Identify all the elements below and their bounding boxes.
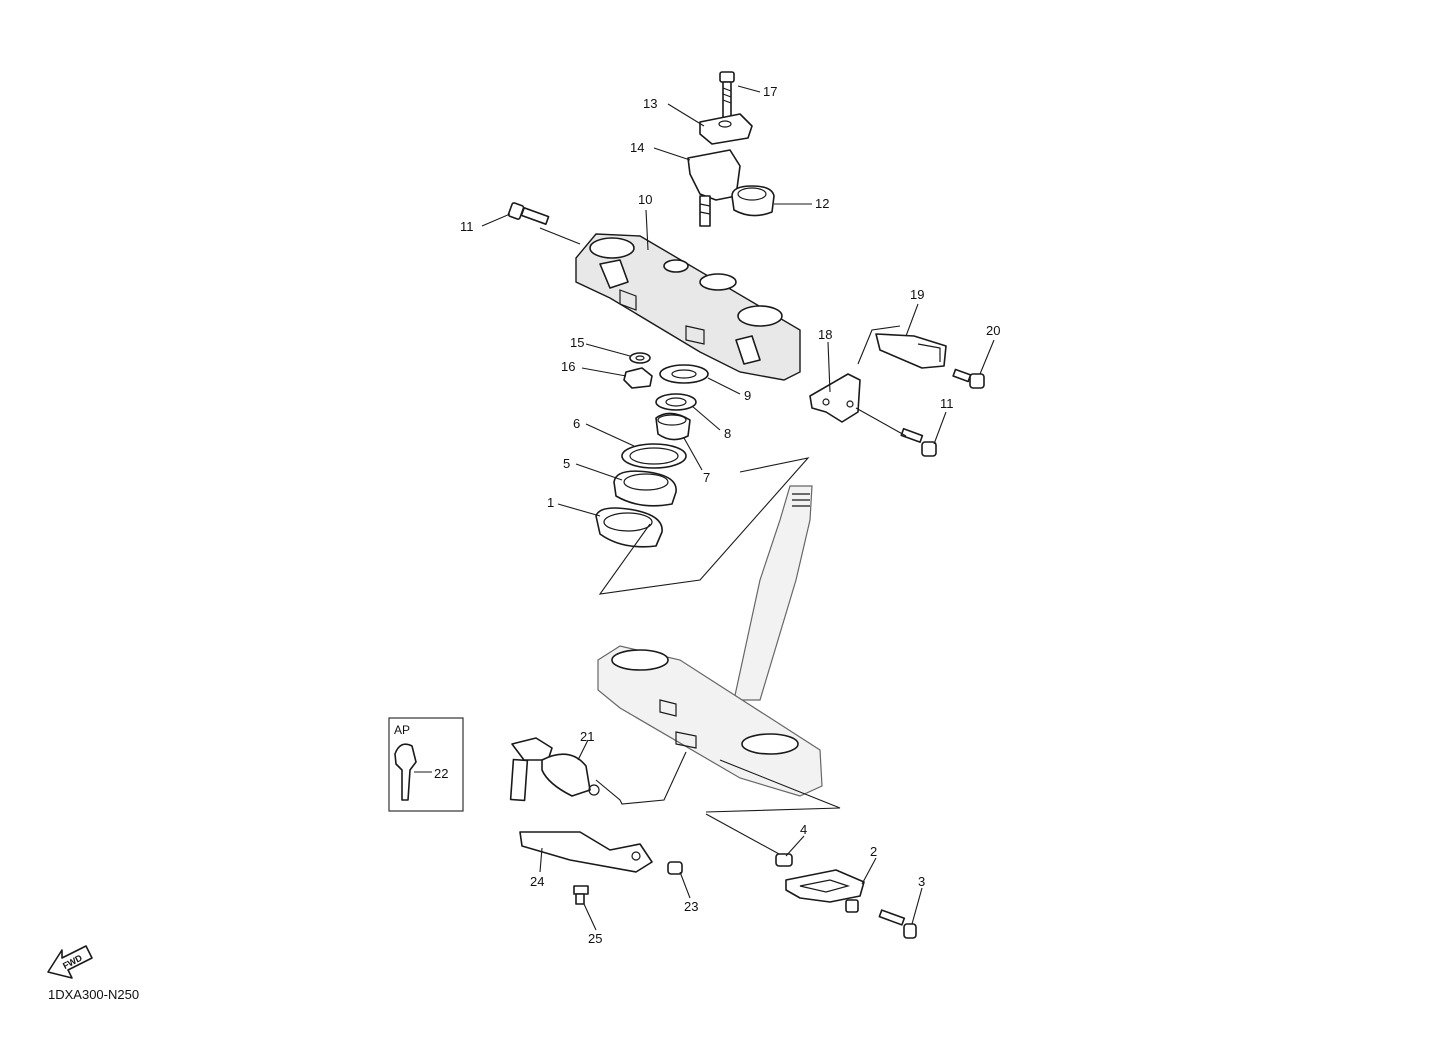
callout-12: 12 bbox=[815, 196, 829, 211]
part-17-bolt[interactable] bbox=[719, 71, 735, 119]
callout-24: 24 bbox=[530, 874, 544, 889]
part-10-upper-bracket[interactable] bbox=[575, 233, 801, 381]
part-19-lock-holder[interactable] bbox=[875, 333, 947, 369]
part-11-bolt-left[interactable] bbox=[507, 202, 550, 226]
part-13-handlebar-holder-upper[interactable] bbox=[699, 113, 753, 145]
part-20-bolt[interactable] bbox=[952, 368, 985, 389]
part-2-stopper[interactable] bbox=[785, 869, 865, 903]
part-5-bearing[interactable] bbox=[613, 470, 677, 507]
callout-7: 7 bbox=[703, 470, 710, 485]
callout-18: 18 bbox=[818, 327, 832, 342]
callout-4: 4 bbox=[800, 822, 807, 837]
part-18-bracket[interactable] bbox=[809, 373, 861, 423]
callout-14: 14 bbox=[630, 140, 644, 155]
part-21-main-switch[interactable] bbox=[509, 737, 600, 802]
part-9-washer[interactable] bbox=[659, 364, 709, 384]
callout-numbers: 17 13 14 12 10 11 15 16 9 8 6 7 5 1 18 1… bbox=[434, 84, 1000, 946]
leader-lines bbox=[414, 85, 995, 931]
part-23-bolt[interactable] bbox=[667, 861, 683, 875]
guide-line-lower bbox=[705, 759, 841, 813]
callout-5: 5 bbox=[563, 456, 570, 471]
group-bracket-lines bbox=[598, 457, 810, 595]
part-12-steering-nut[interactable] bbox=[731, 185, 775, 217]
part-7-ring-nut[interactable] bbox=[655, 412, 691, 441]
callout-2: 2 bbox=[870, 844, 877, 859]
part-1-bearing[interactable] bbox=[595, 507, 663, 548]
callout-17: 17 bbox=[763, 84, 777, 99]
part-11-bolt-right[interactable] bbox=[900, 427, 937, 457]
callout-11-left: 11 bbox=[460, 219, 474, 234]
bracket-18-19-line bbox=[857, 325, 901, 365]
ap-box-label: AP bbox=[394, 723, 410, 737]
callout-3: 3 bbox=[918, 874, 925, 889]
part-25-bolt[interactable] bbox=[573, 885, 589, 905]
guide-line-4 bbox=[705, 813, 791, 861]
callout-10: 10 bbox=[638, 192, 652, 207]
callout-9: 9 bbox=[744, 388, 751, 403]
callout-21: 21 bbox=[580, 729, 594, 744]
callout-20: 20 bbox=[986, 323, 1000, 338]
callout-8: 8 bbox=[724, 426, 731, 441]
callout-23: 23 bbox=[684, 899, 698, 914]
callout-25: 25 bbox=[588, 931, 602, 946]
part-8-washer[interactable] bbox=[655, 393, 697, 411]
diagram-code: 1DXA300-N250 bbox=[48, 987, 139, 1002]
callout-13: 13 bbox=[643, 96, 657, 111]
steering-stem-lower-bracket bbox=[597, 485, 823, 797]
callout-6: 6 bbox=[573, 416, 580, 431]
part-3-bolt[interactable] bbox=[845, 899, 917, 939]
part-24-bracket[interactable] bbox=[519, 831, 653, 873]
part-6-cover[interactable] bbox=[621, 443, 687, 469]
callout-1: 1 bbox=[547, 495, 554, 510]
part-15-washer[interactable] bbox=[629, 352, 651, 364]
callout-16: 16 bbox=[561, 359, 575, 374]
callout-22: 22 bbox=[434, 766, 448, 781]
part-4-collar[interactable] bbox=[775, 853, 793, 867]
callout-19: 19 bbox=[910, 287, 924, 302]
fwd-arrow-icon: FWD bbox=[47, 945, 93, 979]
ap-box: AP bbox=[388, 717, 464, 812]
callout-15: 15 bbox=[570, 335, 584, 350]
part-14-handlebar-holder-lower[interactable] bbox=[687, 149, 741, 227]
callout-11-right: 11 bbox=[940, 396, 954, 411]
guide-line-21 bbox=[595, 751, 687, 805]
part-16-nut[interactable] bbox=[623, 367, 653, 389]
part-22-key[interactable] bbox=[394, 743, 417, 801]
